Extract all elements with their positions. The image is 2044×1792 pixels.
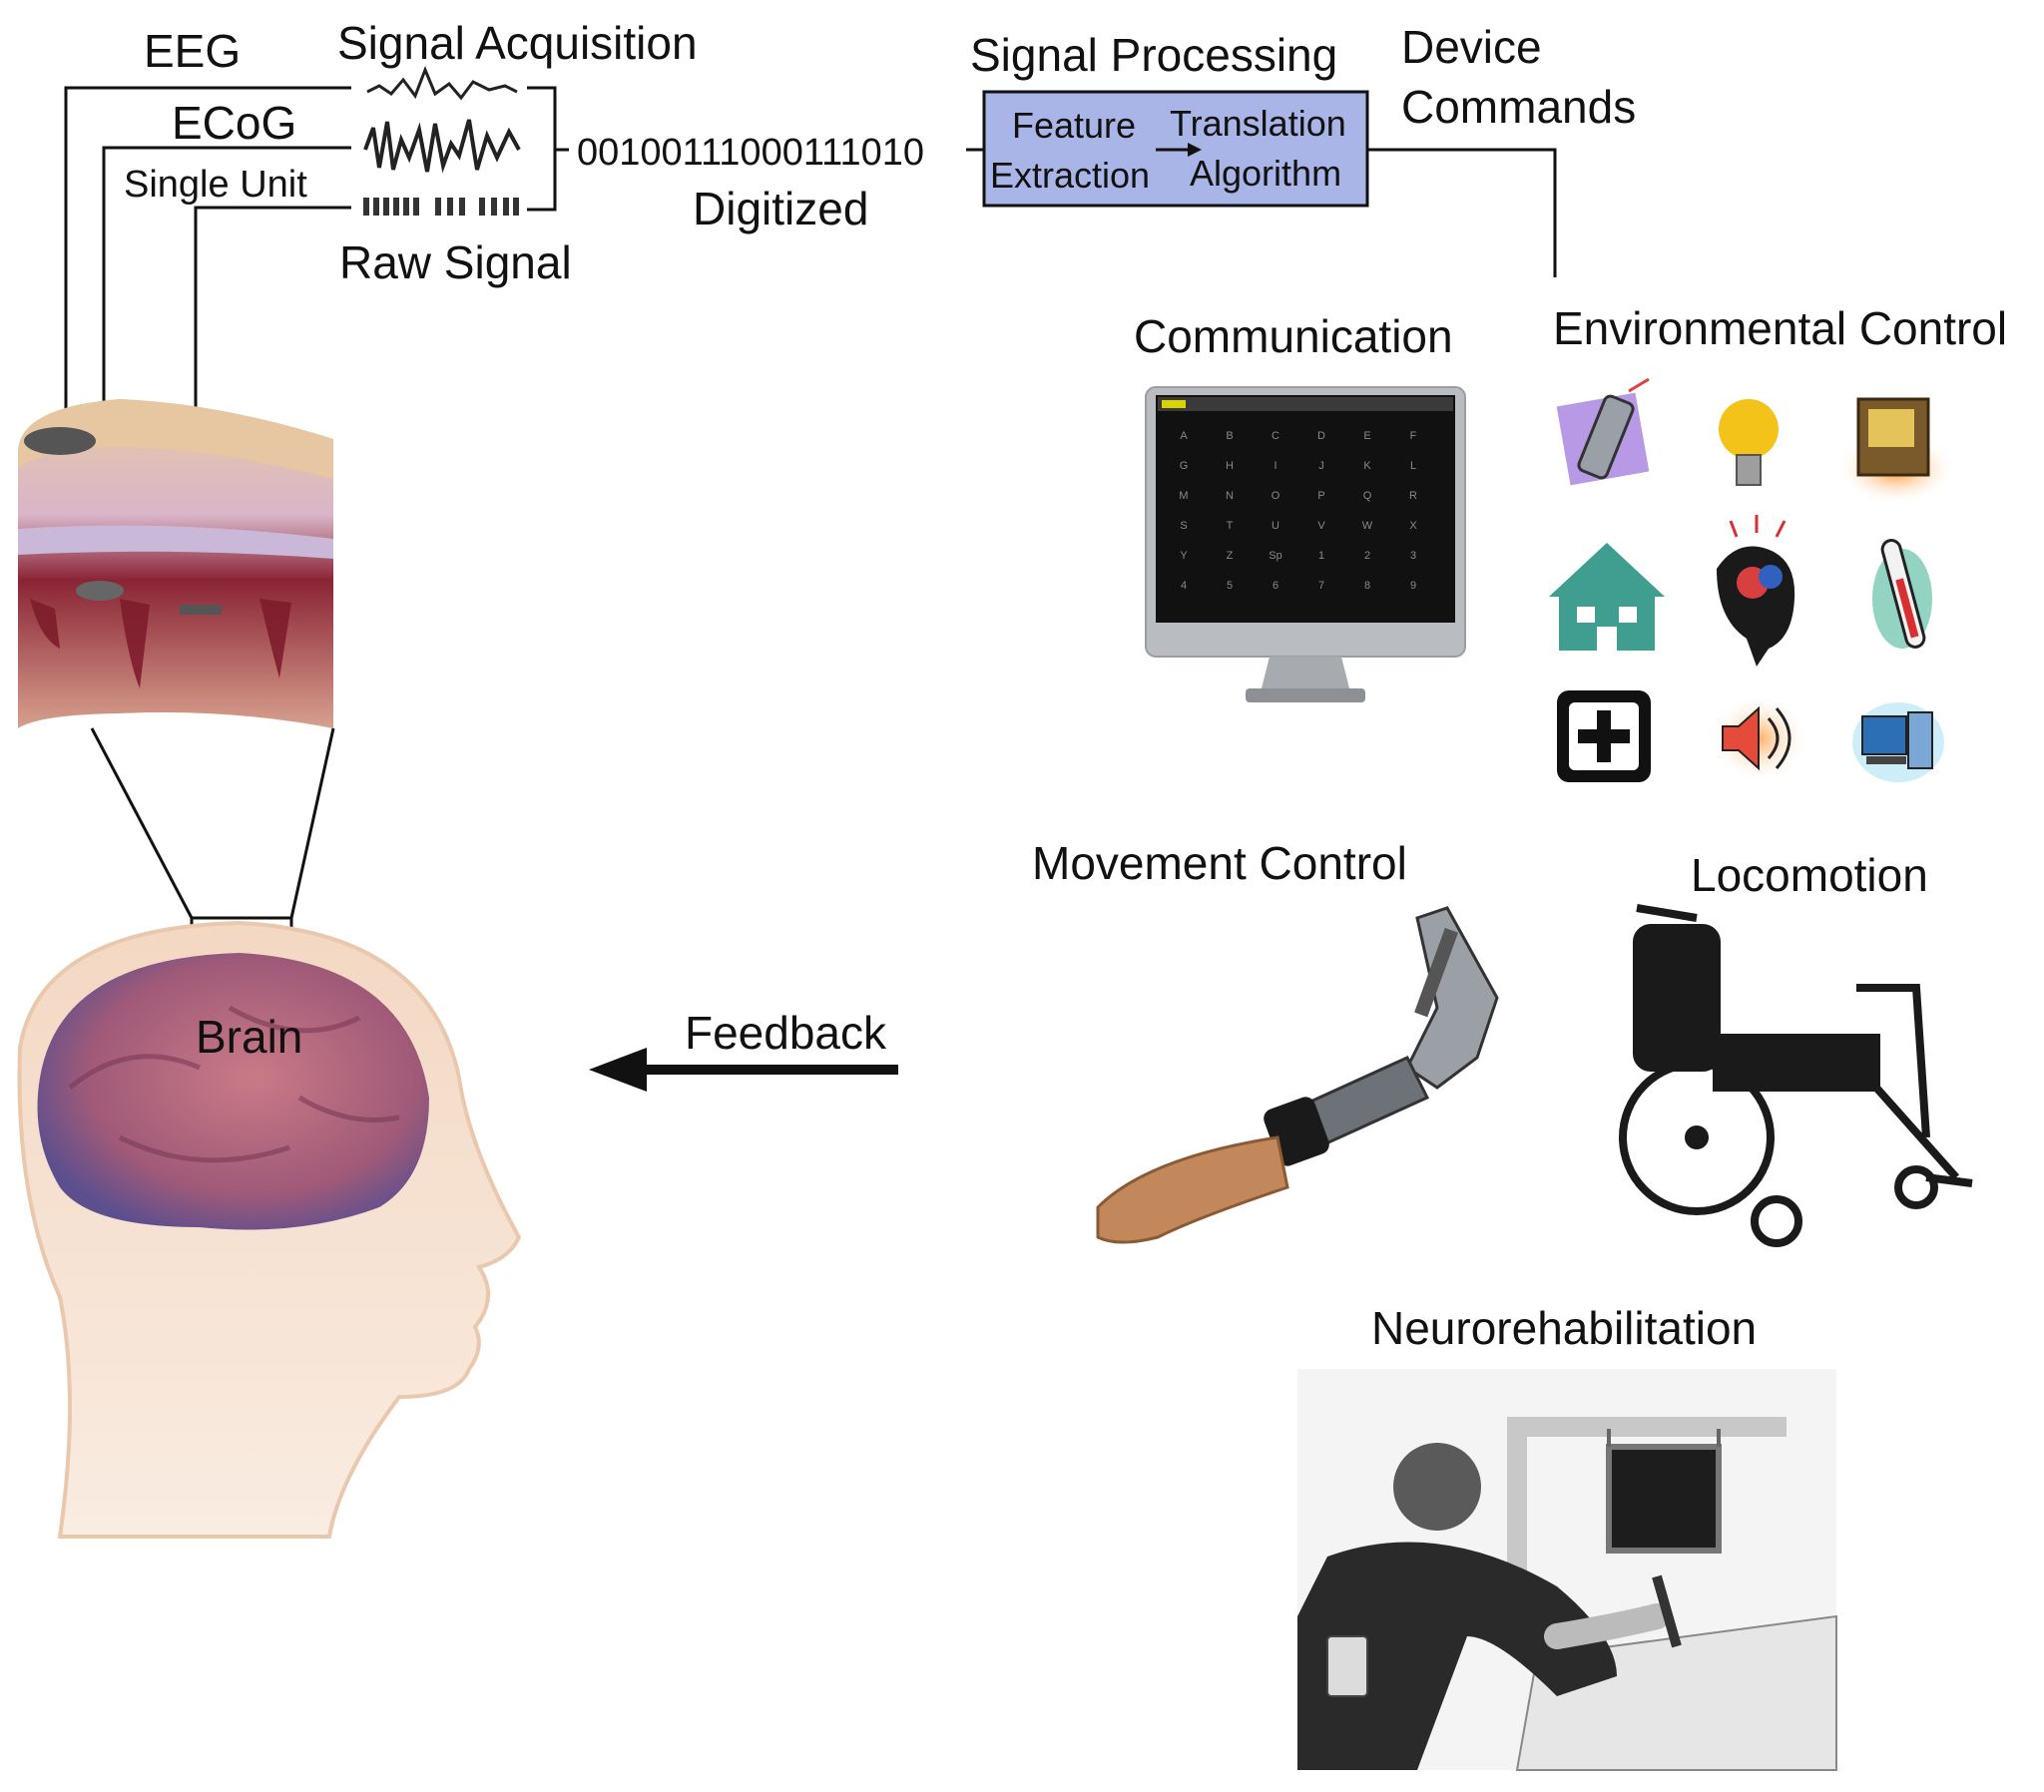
speller-cell: Y: [1180, 550, 1188, 562]
signal-acquisition-title: Signal Acquisition: [337, 17, 698, 69]
ecog-label: ECoG: [172, 97, 297, 149]
tv-icon: [1836, 397, 1956, 505]
environmental-control-label: Environmental Control: [1553, 302, 2008, 354]
speller-cell: P: [1317, 490, 1324, 502]
single-unit-electrode: [180, 605, 222, 615]
eeg-trace: [366, 65, 518, 101]
speller-cell: M: [1179, 490, 1188, 502]
speller-cell: 8: [1364, 580, 1370, 592]
device-command-line: [1367, 148, 1557, 277]
ecog-trace: [363, 119, 521, 174]
speller-cell: J: [1318, 460, 1324, 472]
extraction-label: Extraction: [990, 155, 1151, 196]
digitized-label: Digitized: [693, 183, 869, 234]
device-commands-line1: Device: [1401, 21, 1542, 73]
signal-processing-title: Signal Processing: [970, 29, 1338, 81]
house-icon: [1549, 543, 1665, 651]
thermometer-icon: [1872, 539, 1932, 649]
speller-cell: R: [1409, 490, 1417, 502]
neurorehab-photo: [1297, 1369, 1837, 1771]
speller-cell: H: [1226, 460, 1234, 472]
speller-cell: 2: [1364, 550, 1370, 562]
speller-cell: Q: [1363, 490, 1372, 502]
environmental-icons: [1549, 377, 1956, 782]
speller-cell: E: [1363, 430, 1370, 442]
locomotion-label: Locomotion: [1691, 849, 1928, 901]
speller-cell: W: [1362, 520, 1373, 532]
translation-label: Translation: [1170, 103, 1346, 144]
speller-cell: T: [1227, 520, 1234, 532]
speller-cell: X: [1409, 520, 1417, 532]
single-unit-trace: [363, 198, 519, 216]
ecog-electrode: [76, 581, 124, 601]
feedback-label: Feedback: [685, 1007, 887, 1059]
eeg-electrode: [24, 427, 96, 455]
speller-cell: S: [1180, 520, 1187, 532]
speller-cell: 6: [1273, 580, 1278, 592]
head-icon: [1717, 515, 1795, 667]
single-unit-label: Single Unit: [124, 164, 307, 206]
speller-cell: O: [1272, 490, 1280, 502]
speller-cell: 1: [1318, 550, 1324, 562]
feature-label: Feature: [1012, 105, 1137, 146]
device-commands-line2: Commands: [1401, 81, 1637, 133]
speller-cell: F: [1410, 430, 1417, 442]
communication-label: Communication: [1134, 310, 1453, 362]
wheelchair: [1619, 904, 1973, 1247]
speller-cell: 4: [1181, 580, 1187, 592]
speller-cell: C: [1272, 430, 1279, 442]
speller-monitor: A B C D E F G H I J K L M N O P Q R S T U V W X Y Z Sp 1 2 3 4 5 6 7 8 9: [1145, 386, 1466, 702]
speller-cell: 9: [1410, 580, 1416, 592]
speller-cell: V: [1317, 520, 1325, 532]
speller-cell: I: [1274, 460, 1277, 472]
brain-label: Brain: [196, 1011, 303, 1063]
computer-icon: [1852, 702, 1944, 782]
speller-cell: D: [1317, 430, 1325, 442]
speller-cell: G: [1180, 460, 1189, 472]
movement-control-label: Movement Control: [1032, 837, 1407, 889]
feedback-arrow: [589, 1048, 898, 1092]
speller-cell: 5: [1227, 580, 1233, 592]
raw-signal-label: Raw Signal: [339, 236, 572, 288]
speller-cell: Z: [1227, 550, 1234, 562]
digitized-bitstream: 0010011100011101​0: [577, 132, 924, 174]
speller-cell: Sp: [1269, 550, 1281, 562]
speller-cell: K: [1363, 460, 1371, 472]
signal-bracket: [527, 86, 557, 212]
speller-cell: U: [1272, 520, 1279, 532]
speller-cell: 7: [1318, 580, 1324, 592]
speller-cell: N: [1226, 490, 1234, 502]
speller-cell: 3: [1410, 550, 1416, 562]
speller-cell: A: [1180, 430, 1188, 442]
phone-icon: [1556, 377, 1650, 486]
plus-icon: [1557, 690, 1651, 782]
speaker-icon: [1709, 694, 1808, 782]
speller-grid: A B C D E F G H I J K L M N O P Q R S T U V W X Y Z Sp 1 2 3 4 5 6 7 8 9: [1179, 430, 1417, 592]
speller-cell: B: [1226, 430, 1233, 442]
lightbulb-icon: [1719, 399, 1779, 486]
eeg-label: EEG: [144, 25, 242, 77]
head-illustration: [17, 920, 522, 1539]
processing-arrow: [1156, 143, 1202, 157]
prosthetic-arm: [1096, 906, 1499, 1244]
speller-cell: L: [1410, 460, 1416, 472]
neurorehabilitation-label: Neurorehabilitation: [1371, 1302, 1758, 1354]
algorithm-label: Algorithm: [1190, 153, 1342, 194]
cortex-cross-section: [18, 399, 333, 728]
